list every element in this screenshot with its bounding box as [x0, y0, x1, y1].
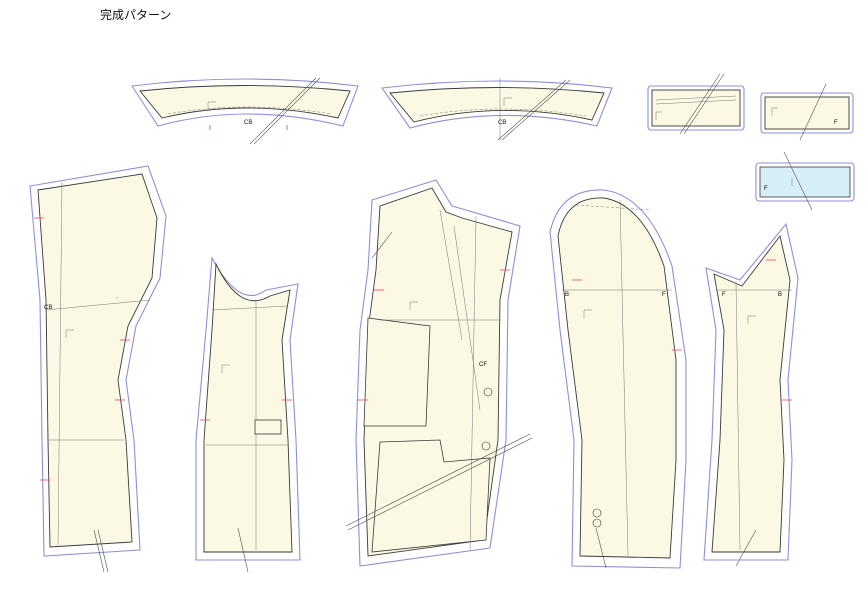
page-title: 完成パターン [100, 8, 172, 22]
lining-f-label: F [764, 186, 768, 192]
sleeve-f-label: F [662, 292, 666, 298]
collar-piece-1: CB [131, 77, 359, 145]
back-body-piece: CB ··· [29, 165, 167, 573]
undersleeve-f-label: F [722, 292, 726, 298]
collar-1-cb-label: CB [244, 120, 252, 126]
flap-f-label: F [834, 120, 838, 126]
collar-2-cb-label: CB [498, 120, 506, 126]
pocket-flap-piece: F [760, 83, 854, 141]
undersleeve-b-label: B [778, 292, 782, 298]
collar-piece-2: CB [381, 78, 613, 141]
top-sleeve-piece: B F [549, 189, 687, 569]
side-panel-piece [195, 256, 301, 573]
sleeve-b-label: B [565, 292, 569, 298]
pocket-lining-piece: F [755, 151, 855, 211]
back-cb-label: CB [44, 305, 52, 311]
svg-text:···: ··· [116, 296, 120, 300]
welt-piece [647, 73, 745, 135]
front-body-piece: CF [345, 179, 533, 567]
front-cf-label: CF [479, 362, 487, 368]
under-sleeve-piece: F B [703, 222, 799, 567]
